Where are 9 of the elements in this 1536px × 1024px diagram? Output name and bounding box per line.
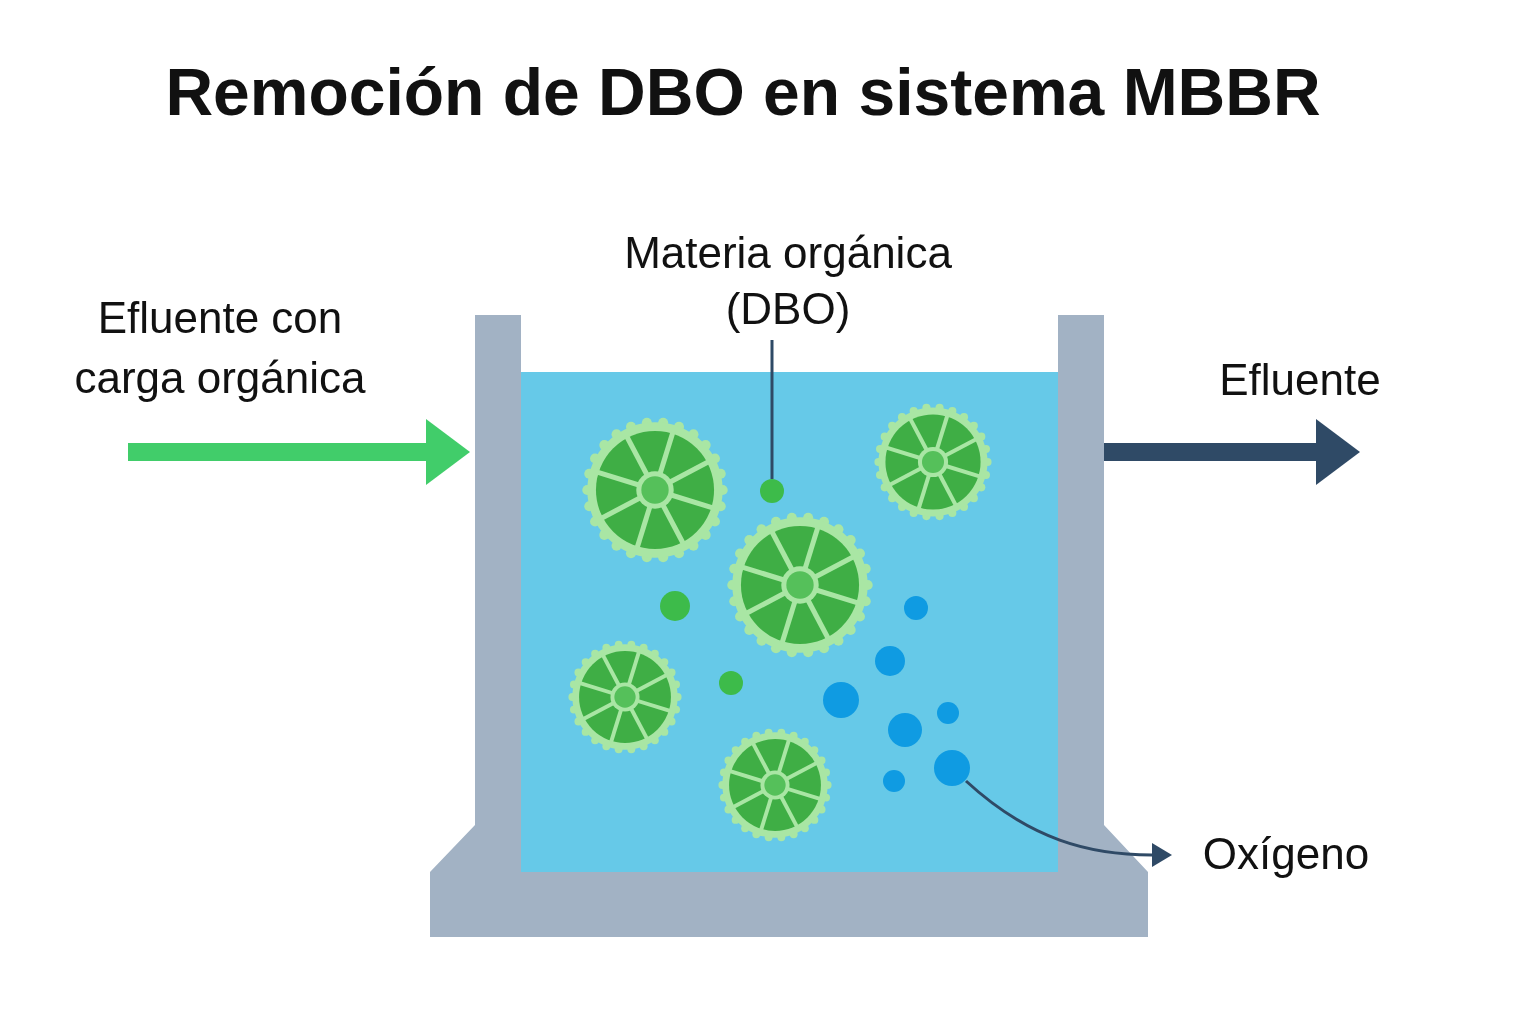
edge-label: Efluente con carga orgánica <box>73 292 367 404</box>
leader-line <box>770 340 774 479</box>
node-text: Oxígeno <box>1202 828 1370 880</box>
diagram-title: Remoción de DBO en sistema MBBR <box>164 54 1322 131</box>
edge-label: Efluente <box>1218 354 1382 406</box>
arrow <box>965 779 1172 867</box>
node-text: Materia orgánica (DBO) <box>623 227 953 335</box>
arrow <box>1104 419 1360 485</box>
arrow <box>128 419 470 485</box>
